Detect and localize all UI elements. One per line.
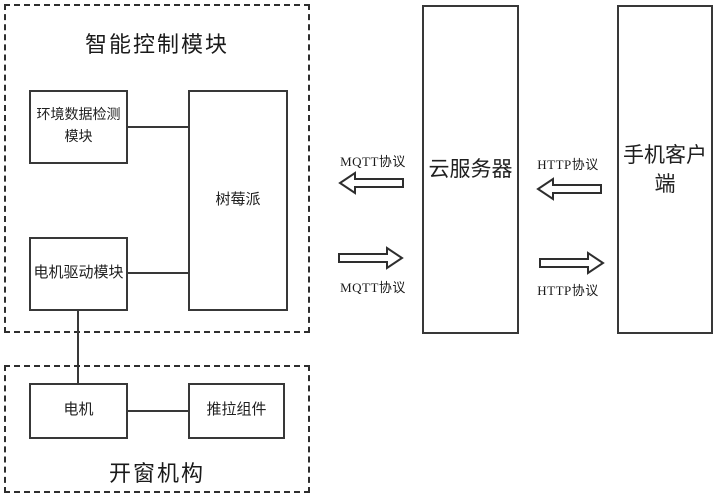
http-protocol-label-top: HTTP协议	[537, 157, 599, 172]
driver-to-raspberry-connector	[128, 272, 188, 274]
env-data-detect-box: 环境数据检测模块	[29, 90, 128, 164]
env-to-raspberry-connector	[128, 126, 188, 128]
smart-control-module-title: 智能控制模块	[84, 32, 229, 57]
left-arrow-icon	[338, 171, 404, 195]
motor-to-pushpull-connector	[128, 410, 188, 412]
driver-to-motor-connector	[77, 311, 79, 384]
window-mechanism-group	[4, 365, 310, 493]
mobile-client-box: 手机客户端	[617, 5, 713, 334]
http-protocol-label-bottom: HTTP协议	[537, 283, 599, 298]
right-arrow-icon	[338, 246, 404, 270]
window-mechanism-title: 开窗机构	[108, 461, 205, 486]
smart-control-module-group	[4, 4, 310, 333]
motor-box: 电机	[29, 383, 128, 439]
raspberry-pi-box: 树莓派	[188, 90, 288, 311]
right-arrow-icon	[539, 251, 605, 275]
mqtt-protocol-label-bottom: MQTT协议	[340, 280, 406, 295]
motor-driver-box: 电机驱动模块	[29, 237, 128, 311]
cloud-server-box: 云服务器	[422, 5, 519, 334]
push-pull-box: 推拉组件	[188, 383, 285, 439]
left-arrow-icon	[536, 177, 602, 201]
mqtt-protocol-label-top: MQTT协议	[340, 154, 406, 169]
